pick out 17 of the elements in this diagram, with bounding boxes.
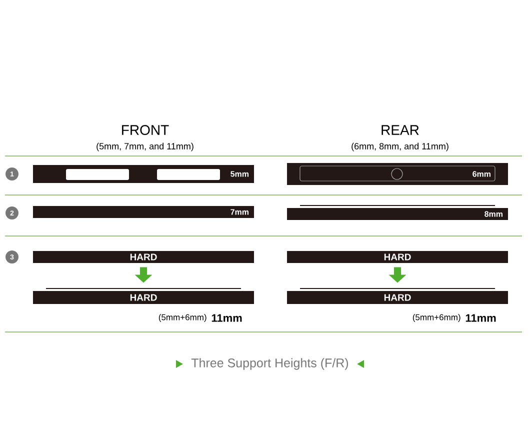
column-heading: FRONT [122, 125, 169, 135]
strip-bar: 5mm [33, 165, 254, 183]
total-height: 11mm [212, 314, 242, 322]
strip-bar: 7mm [33, 206, 254, 218]
strip-bar: HARD [33, 288, 254, 304]
strip-bar: 8mm [287, 205, 508, 220]
strip-bar: HARD [287, 288, 508, 304]
sum-note: (5mm+6mm) [158, 314, 206, 322]
column-subheading: (5mm, 7mm, and 11mm) [96, 142, 194, 152]
total-height: 11mm [466, 314, 496, 322]
strip-bar: HARD [287, 251, 508, 263]
strip-bar: HARD [33, 251, 254, 263]
caption: Three Support Heights (F/R) [191, 358, 348, 370]
strip-bar: 6mm [287, 163, 508, 185]
sum-note: (5mm+6mm) [412, 314, 460, 322]
column-heading: REAR [382, 125, 419, 135]
column-subheading: (6mm, 8mm, and 11mm) [352, 142, 448, 152]
